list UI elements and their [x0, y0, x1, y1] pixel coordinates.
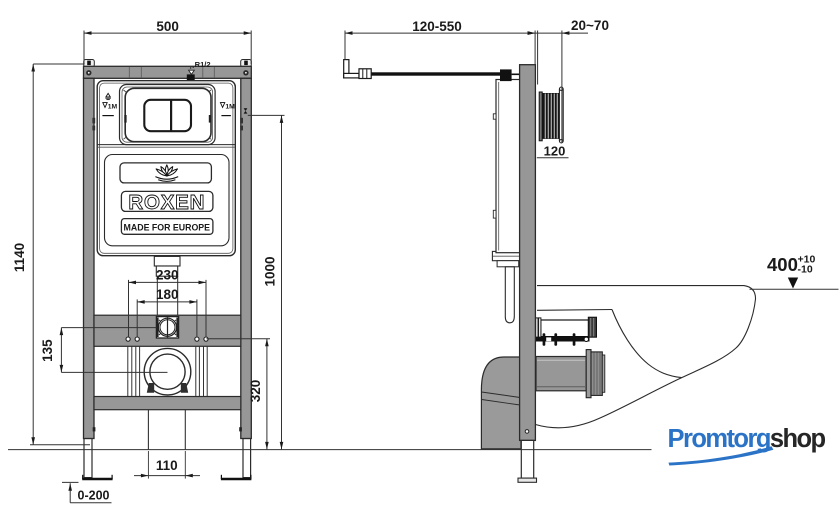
- svg-text:1M: 1M: [225, 103, 235, 110]
- svg-text:MADE FOR EUROPE: MADE FOR EUROPE: [124, 222, 211, 232]
- svg-text:20~70: 20~70: [571, 18, 609, 33]
- svg-text:135: 135: [40, 339, 55, 362]
- svg-text:180: 180: [156, 287, 179, 302]
- svg-text:Promtorgshop: Promtorgshop: [668, 425, 826, 453]
- svg-text:230: 230: [156, 267, 179, 282]
- svg-text:120: 120: [544, 144, 566, 159]
- svg-text:1M: 1M: [108, 103, 118, 110]
- svg-text:110: 110: [156, 458, 178, 473]
- svg-text:400: 400: [767, 254, 798, 275]
- svg-text:ROXEN: ROXEN: [128, 191, 205, 214]
- svg-text:320: 320: [248, 380, 263, 403]
- svg-text:500: 500: [156, 19, 179, 34]
- svg-text:-10: -10: [798, 264, 813, 276]
- svg-text:120-550: 120-550: [412, 19, 462, 34]
- svg-text:R1/2: R1/2: [195, 60, 211, 69]
- svg-text:0-200: 0-200: [78, 489, 110, 503]
- svg-text:+10: +10: [798, 254, 816, 266]
- svg-text:1140: 1140: [12, 243, 27, 272]
- svg-text:1000: 1000: [262, 256, 277, 286]
